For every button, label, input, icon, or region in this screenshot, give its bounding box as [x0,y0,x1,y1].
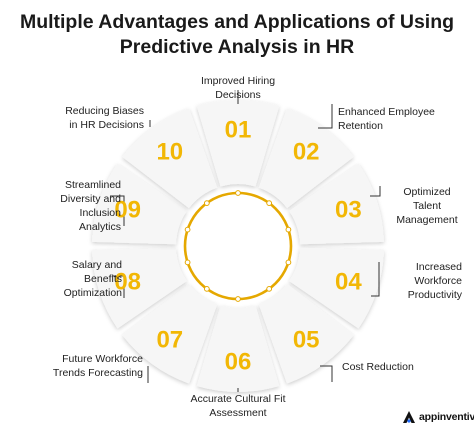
segment-number-04: 04 [335,268,362,295]
leader-line-09 [110,195,125,226]
segment-number-01: 01 [225,117,252,144]
segment-number-03: 03 [335,197,362,224]
leader-line-03 [370,186,381,197]
ring-dot [184,259,191,266]
segment-01 [196,100,280,187]
segment-10 [122,108,218,209]
ring-dot [184,226,191,233]
title-line-2: Predictive Analysis in HR [119,36,355,58]
segment-number-08: 08 [114,268,141,295]
segment-number-05: 05 [293,326,320,353]
brand-name: appinventiv [419,411,474,423]
ring-dot [285,259,292,266]
title-line-1: Multiple Advantages and Applications of … [19,11,455,33]
segment-02 [258,108,354,209]
leader-line-04 [371,262,380,297]
segment-09 [92,163,187,245]
ring-dot [235,190,241,196]
center-ring [183,191,293,301]
segment-05 [258,283,354,384]
diagram-title: Multiple Advantages and Applications of … [0,10,474,60]
ring-dot [266,285,273,292]
ring-dot [285,226,292,233]
segment-number-02: 02 [293,139,320,166]
segment-04 [289,247,384,329]
segment-06 [196,305,280,392]
leader-line-05 [320,365,333,382]
appinventiv-logo-icon [403,411,415,423]
segment-number-10: 10 [156,139,183,166]
ring-dot [235,296,241,302]
brand-logo: appinventiv [402,408,474,426]
segment-number-09: 09 [114,197,141,224]
label-cost-reduction: Cost Reduction [342,361,414,373]
segment-08 [92,247,187,329]
segment-number-07: 07 [156,326,183,353]
ring-dot [266,200,273,207]
segment-number-06: 06 [225,349,252,376]
leader-line-02 [318,104,333,129]
segment-03 [289,163,384,245]
ring-dot [203,200,210,207]
ring-dot [203,285,210,292]
leader-line-08 [112,275,125,298]
segment-07 [122,283,218,384]
